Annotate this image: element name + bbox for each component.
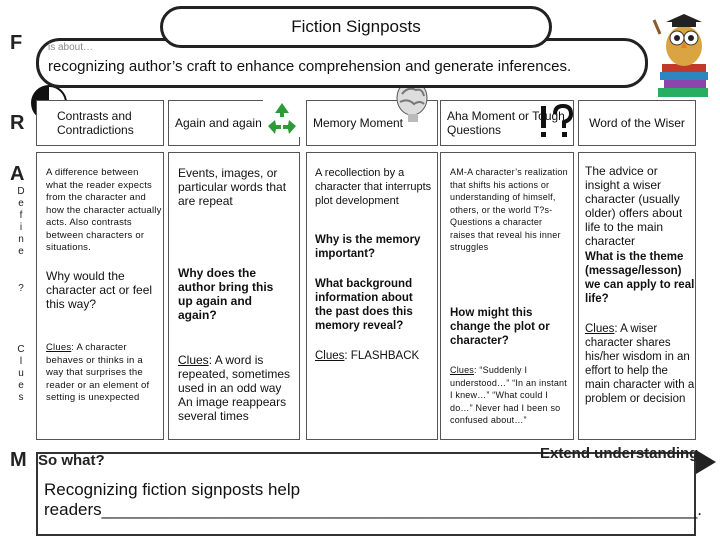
memory-definition: A recollection by a character that inter… bbox=[315, 167, 432, 207]
header-memory: Memory Moment bbox=[306, 100, 438, 146]
owl-books-icon bbox=[652, 4, 714, 100]
letter-r: R bbox=[10, 112, 25, 134]
wiser-clues-label: Clues bbox=[585, 323, 615, 335]
contrasts-question: Why would the character act or feel this… bbox=[46, 269, 153, 311]
aha-clues-text: : “Suddenly I understood…” “In an instan… bbox=[450, 365, 567, 425]
column-memory bbox=[306, 152, 438, 440]
letter-a: A bbox=[10, 163, 25, 185]
memory-clues-text: : FLASHBACK bbox=[344, 350, 420, 362]
header-contrasts-label: Contrasts and Contradictions bbox=[57, 109, 134, 137]
column-wiser bbox=[578, 152, 696, 440]
footer-text: Recognizing fiction signposts help reade… bbox=[44, 480, 703, 519]
extend-understanding-label: Extend understanding bbox=[540, 445, 699, 462]
brain-head-icon bbox=[388, 76, 436, 124]
exclaim-question-icon bbox=[535, 102, 575, 142]
recycle-icon bbox=[262, 98, 302, 138]
aha-question: How might this change the plot or charac… bbox=[450, 307, 550, 347]
column-contrasts bbox=[36, 152, 164, 440]
about-text: recognizing author’s craft to enhance co… bbox=[48, 58, 572, 75]
is-about-label: is about… bbox=[48, 42, 94, 53]
header-memory-label: Memory Moment bbox=[313, 116, 404, 130]
aha-clues: Clues: “Suddenly I understood…” “In an i… bbox=[450, 364, 572, 427]
contrasts-definition: A difference between what the reader exp… bbox=[46, 167, 162, 253]
letter-m: M bbox=[10, 449, 27, 471]
again-question: Why does the author bring this up again … bbox=[178, 266, 274, 322]
again-definition: Events, images, or particular words that… bbox=[178, 166, 287, 208]
arrow-right-icon bbox=[696, 450, 716, 474]
header-aha: Aha Moment or Tough Questions bbox=[440, 100, 574, 146]
header-wiser: Word of the Wiser bbox=[578, 100, 696, 146]
contrasts-clues-label: Clues bbox=[46, 342, 72, 353]
wiser-definition: The advice or insight a wiser character … bbox=[585, 164, 683, 248]
header-again-label: Again and again bbox=[175, 116, 262, 130]
again-clues-text: : A word is repeated, sometimes used in … bbox=[178, 353, 291, 423]
contrasts-clues-text: : A character behaves or thinks in a way… bbox=[46, 342, 150, 403]
footer-box bbox=[36, 452, 696, 536]
wiser-clues-text: : A wiser character shares his/her wisdo… bbox=[585, 323, 695, 405]
memory-question-1: Why is the memory important? bbox=[315, 234, 421, 260]
header-wiser-label: Word of the Wiser bbox=[589, 116, 685, 130]
question-mark-label: ? bbox=[18, 283, 24, 294]
aha-clues-label: Clues bbox=[450, 365, 475, 375]
memory-clues: Clues: FLASHBACK bbox=[315, 349, 433, 363]
wiser-question: What is the theme (message/lesson) we ca… bbox=[585, 251, 695, 305]
column-again bbox=[168, 152, 300, 440]
header-aha-label: Aha Moment or Tough Questions bbox=[447, 109, 565, 137]
memory-clues-label: Clues bbox=[315, 350, 345, 362]
column-aha bbox=[440, 152, 574, 440]
so-what-label: So what? bbox=[38, 452, 105, 469]
header-contrasts: Contrasts and Contradictions bbox=[36, 100, 164, 146]
page-title: Fiction Signposts bbox=[160, 6, 552, 48]
contrasts-clues: Clues: A character behaves or thinks in … bbox=[46, 342, 162, 405]
letter-f: F bbox=[10, 32, 23, 54]
again-clues: Clues: A word is repeated, sometimes use… bbox=[178, 353, 296, 423]
aha-definition: AM-A character’s realization that shifts… bbox=[450, 167, 568, 252]
again-clues-label: Clues bbox=[178, 353, 209, 367]
memory-question-2: What background information about the pa… bbox=[315, 278, 413, 332]
wiser-clues: Clues: A wiser character shares his/her … bbox=[585, 322, 695, 406]
